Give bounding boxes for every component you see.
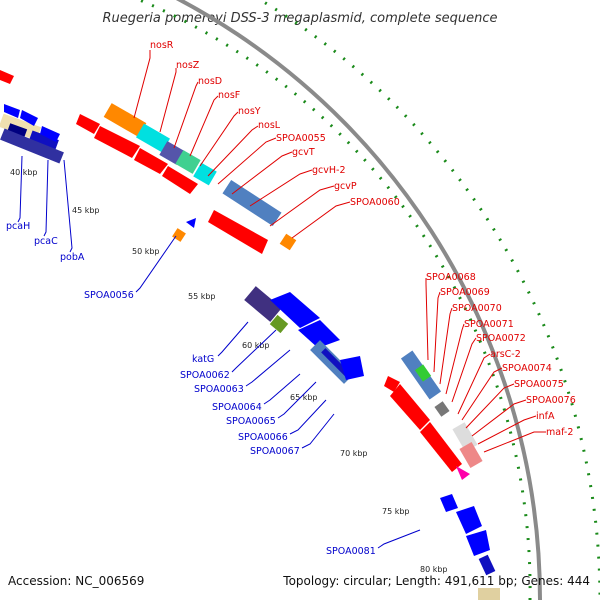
gene-label-spoa0062: SPOA0062	[180, 370, 230, 381]
plasmid-backbone	[175, 0, 542, 600]
gene-label-maf-2: maf-2	[546, 427, 573, 438]
gene-cluster-spoa0068	[384, 350, 483, 480]
gene-label-nosR: nosR	[150, 40, 174, 51]
gene-label-spoa0068: SPOA0068	[426, 272, 476, 283]
gene-label-spoa0075: SPOA0075	[514, 379, 564, 390]
accession-text: Accession: NC_006569	[8, 574, 144, 588]
gene-label-spoa0067: SPOA0067	[250, 446, 300, 457]
gene-cluster-nos	[76, 103, 297, 254]
tick-80kbp: 80 kbp	[420, 565, 448, 574]
gene-label-nosZ: nosZ	[176, 60, 200, 71]
gene-label-spoa0081: SPOA0081	[326, 546, 376, 557]
tick-50kbp: 50 kbp	[132, 247, 160, 256]
gene-cluster-spoa0081	[440, 494, 500, 600]
gene-label-spoa0069: SPOA0069	[440, 287, 490, 298]
gene-cluster-katG	[172, 218, 364, 384]
map-title: Ruegeria pomeroyi DSS-3 megaplasmid, com…	[102, 11, 497, 26]
gene-label-gcvH-2: gcvH-2	[312, 165, 346, 176]
gene-label-arsC-2: arsC-2	[490, 349, 521, 360]
gene-label-gcvT: gcvT	[292, 147, 315, 158]
gene-label-katG: katG	[192, 354, 214, 365]
tick-labels: 40 kbp 45 kbp 50 kbp 55 kbp 60 kbp 65 kb…	[10, 168, 448, 574]
tick-55kbp: 55 kbp	[188, 292, 216, 301]
reverse-gene-labels: pcaH pcaC pobA SPOA0056 katG SPOA0062 SP…	[6, 221, 376, 557]
forward-leader-lines	[133, 50, 546, 453]
gene-label-nosD: nosD	[198, 76, 222, 87]
gene-label-spoa0055: SPOA0055	[276, 133, 326, 144]
gene-label-spoa0070: SPOA0070	[452, 303, 502, 314]
gene-label-spoa0063: SPOA0063	[194, 384, 244, 395]
gene-label-gcvP: gcvP	[334, 181, 357, 192]
gene-label-spoa0074: SPOA0074	[502, 363, 552, 374]
gene-label-nosF: nosF	[218, 90, 240, 101]
tick-45kbp: 45 kbp	[72, 206, 100, 215]
gene-label-nosL: nosL	[258, 120, 281, 131]
gene-label-spoa0060: SPOA0060	[350, 197, 400, 208]
tick-40kbp: 40 kbp	[10, 168, 38, 177]
gene-label-nosY: nosY	[238, 106, 261, 117]
tick-75kbp: 75 kbp	[382, 507, 410, 516]
tick-65kbp: 65 kbp	[290, 393, 318, 402]
gene-label-spoa0066: SPOA0066	[238, 432, 288, 443]
gene-label-spoa0064: SPOA0064	[212, 402, 262, 413]
gene-label-spoa0076: SPOA0076	[526, 395, 576, 406]
gene-label-spoa0071: SPOA0071	[464, 319, 514, 330]
gene-label-spoa0072: SPOA0072	[476, 333, 526, 344]
gene-label-pcaC: pcaC	[34, 236, 58, 247]
gene-label-spoa0065: SPOA0065	[226, 416, 276, 427]
gene-cluster-pca	[0, 70, 64, 164]
forward-gene-labels: nosR nosZ nosD nosF nosY nosL SPOA0055 g…	[150, 40, 576, 438]
gene-label-pcaH: pcaH	[6, 221, 30, 232]
tick-70kbp: 70 kbp	[340, 449, 368, 458]
gene-label-infA: infA	[536, 411, 555, 422]
gene-label-spoa0056: SPOA0056	[84, 290, 134, 301]
gene-label-pobA: pobA	[60, 252, 85, 263]
topology-text: Topology: circular; Length: 491,611 bp; …	[282, 574, 590, 588]
tick-60kbp: 60 kbp	[242, 341, 270, 350]
reverse-leader-lines	[17, 155, 421, 549]
